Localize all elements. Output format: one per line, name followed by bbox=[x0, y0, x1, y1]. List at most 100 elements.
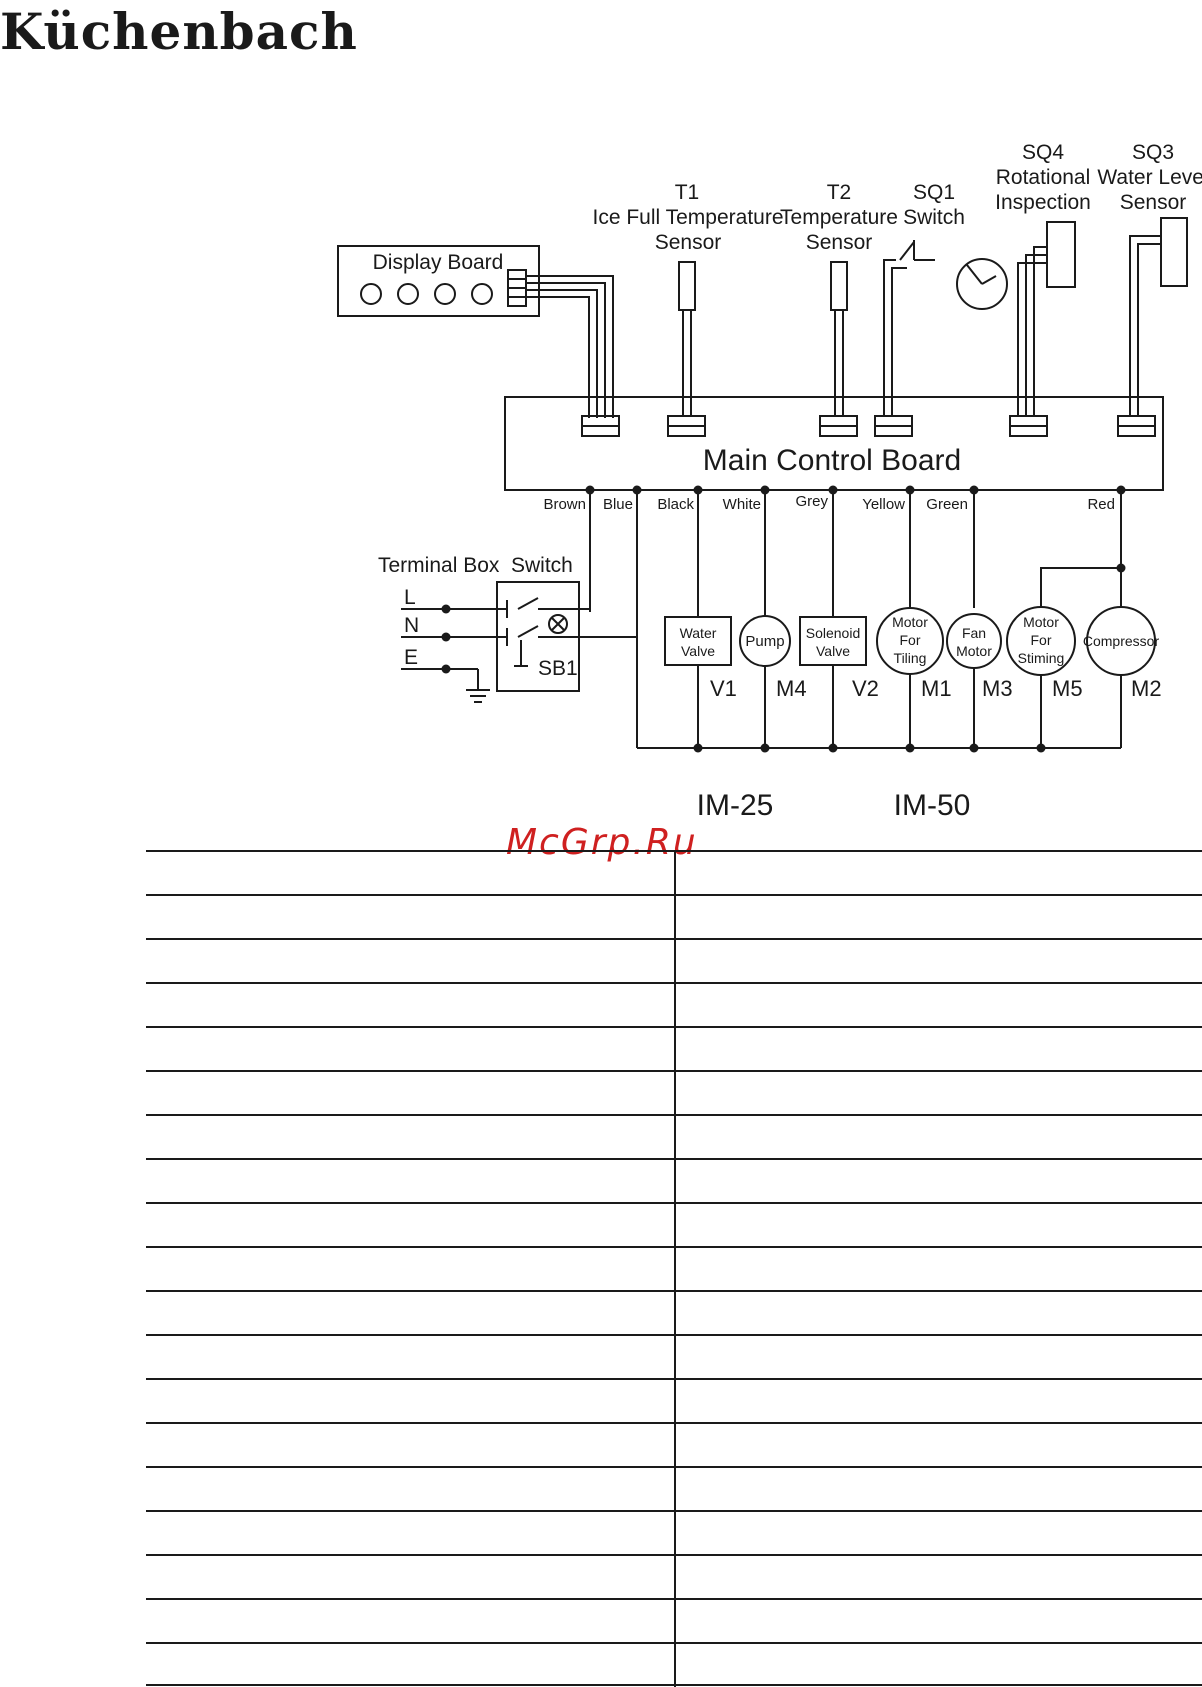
wire-label-red: Red bbox=[1087, 496, 1115, 513]
component-code: M1 bbox=[921, 676, 952, 701]
display-led bbox=[360, 283, 382, 305]
component-code: M2 bbox=[1131, 676, 1162, 701]
sb1-label: SB1 bbox=[538, 657, 578, 680]
component-code: M3 bbox=[982, 676, 1013, 701]
motor-for-stiming bbox=[1006, 606, 1076, 676]
compressor-motor bbox=[1086, 606, 1156, 676]
pump-motor bbox=[739, 615, 791, 667]
t2-label: Sensor bbox=[806, 231, 873, 254]
component-code: V1 bbox=[710, 676, 737, 701]
t1-label: Sensor bbox=[655, 231, 722, 254]
fan-motor bbox=[946, 613, 1002, 669]
sq4-sensor-body bbox=[1046, 221, 1076, 288]
table-row-line bbox=[146, 1554, 1202, 1556]
component-label: Motor bbox=[956, 643, 992, 659]
motor-for-tiling bbox=[876, 607, 944, 675]
junction-dots bbox=[441, 485, 1126, 753]
watermark: McGrp.Ru bbox=[506, 822, 698, 863]
component-label: Pump bbox=[745, 633, 784, 650]
component-label: Tiling bbox=[894, 650, 927, 666]
display-wire bbox=[526, 296, 590, 418]
display-board-label: Display Board bbox=[373, 251, 504, 274]
table-divider bbox=[674, 851, 676, 1687]
wire-label-blue: Blue bbox=[603, 496, 633, 513]
model-label: IM-50 bbox=[894, 789, 971, 822]
model-label: IM-25 bbox=[697, 789, 774, 822]
component-label: Valve bbox=[816, 643, 850, 659]
component-label: Valve bbox=[681, 643, 715, 659]
table-row-line bbox=[146, 938, 1202, 940]
terminal-l: L bbox=[404, 586, 416, 609]
t1-label: Ice Full Temperature bbox=[592, 206, 783, 229]
component-label: Fan bbox=[962, 625, 986, 641]
table-row-line bbox=[146, 1290, 1202, 1292]
wire-label-yellow: Yellow bbox=[862, 496, 905, 513]
t2-sensor-body bbox=[830, 261, 848, 311]
sq1-switch-contact bbox=[883, 259, 896, 416]
table-row-line bbox=[146, 1598, 1202, 1600]
sq4-label: Inspection bbox=[995, 191, 1091, 214]
wire-label-white: White bbox=[723, 496, 761, 513]
t2-label: Temperature bbox=[780, 206, 898, 229]
wire-label-black: Black bbox=[657, 496, 694, 513]
sq3-label: Sensor bbox=[1120, 191, 1187, 214]
table-row-line bbox=[146, 1684, 1202, 1686]
brand-logo: Küchenbach bbox=[0, 2, 358, 61]
wire-label-green: Green bbox=[926, 496, 968, 513]
terminal-box-label: Terminal Box bbox=[378, 554, 500, 577]
sq1-code: SQ1 bbox=[913, 181, 955, 204]
component-label: Stiming bbox=[1018, 650, 1065, 666]
solenoid-valve-box bbox=[799, 616, 867, 666]
table-row-line bbox=[146, 1510, 1202, 1512]
terminal-e: E bbox=[404, 646, 418, 669]
component-label: For bbox=[900, 632, 921, 648]
component-label: Motor bbox=[1023, 614, 1059, 630]
table-row-line bbox=[146, 1114, 1202, 1116]
component-label: Motor bbox=[892, 614, 928, 630]
sq4-label: Rotational bbox=[996, 166, 1091, 189]
wire-red-branch bbox=[1040, 567, 1121, 607]
display-wire bbox=[526, 275, 614, 418]
terminal-n: N bbox=[404, 614, 419, 637]
display-led bbox=[397, 283, 419, 305]
sq1-label: Switch bbox=[903, 206, 965, 229]
t1-sensor-body bbox=[678, 261, 696, 311]
sq3-sensor-body bbox=[1160, 217, 1188, 287]
t1-code: T1 bbox=[675, 181, 700, 204]
table-row-line bbox=[146, 1378, 1202, 1380]
component-code: V2 bbox=[852, 676, 879, 701]
table-row-line bbox=[146, 1642, 1202, 1644]
table-row-line bbox=[146, 894, 1202, 896]
switch-label: Switch bbox=[511, 554, 573, 577]
table-row-line bbox=[146, 1026, 1202, 1028]
switch-indicator-lamp bbox=[548, 614, 568, 634]
main-control-board-label: Main Control Board bbox=[703, 444, 961, 477]
wire-label-brown: Brown bbox=[543, 496, 586, 513]
table-row-line bbox=[146, 850, 1202, 852]
display-led bbox=[434, 283, 456, 305]
display-board-box bbox=[337, 245, 540, 317]
display-wire bbox=[526, 289, 598, 418]
sq3-code: SQ3 bbox=[1132, 141, 1174, 164]
component-label: For bbox=[1031, 632, 1052, 648]
sq3-label: Water Level bbox=[1097, 166, 1202, 189]
wire-label-grey: Grey bbox=[795, 493, 828, 510]
table-row-line bbox=[146, 1466, 1202, 1468]
component-code: M4 bbox=[776, 676, 807, 701]
table-row-line bbox=[146, 1246, 1202, 1248]
table-row-line bbox=[146, 1158, 1202, 1160]
component-label: Compressor bbox=[1083, 633, 1160, 649]
component-label: Water bbox=[680, 625, 717, 641]
display-led bbox=[471, 283, 493, 305]
wiring-diagram: Display Board Main Control Board T1 Ice … bbox=[337, 141, 1202, 822]
water-valve-box bbox=[664, 616, 732, 666]
switch-to-brown bbox=[538, 490, 591, 610]
table-row-line bbox=[146, 1422, 1202, 1424]
display-wire bbox=[526, 282, 606, 418]
t2-code: T2 bbox=[827, 181, 852, 204]
table-row-line bbox=[146, 982, 1202, 984]
component-label: Solenoid bbox=[806, 625, 861, 641]
sq1-cam-dial bbox=[956, 258, 1008, 310]
table-row-line bbox=[146, 1334, 1202, 1336]
component-code: M5 bbox=[1052, 676, 1083, 701]
